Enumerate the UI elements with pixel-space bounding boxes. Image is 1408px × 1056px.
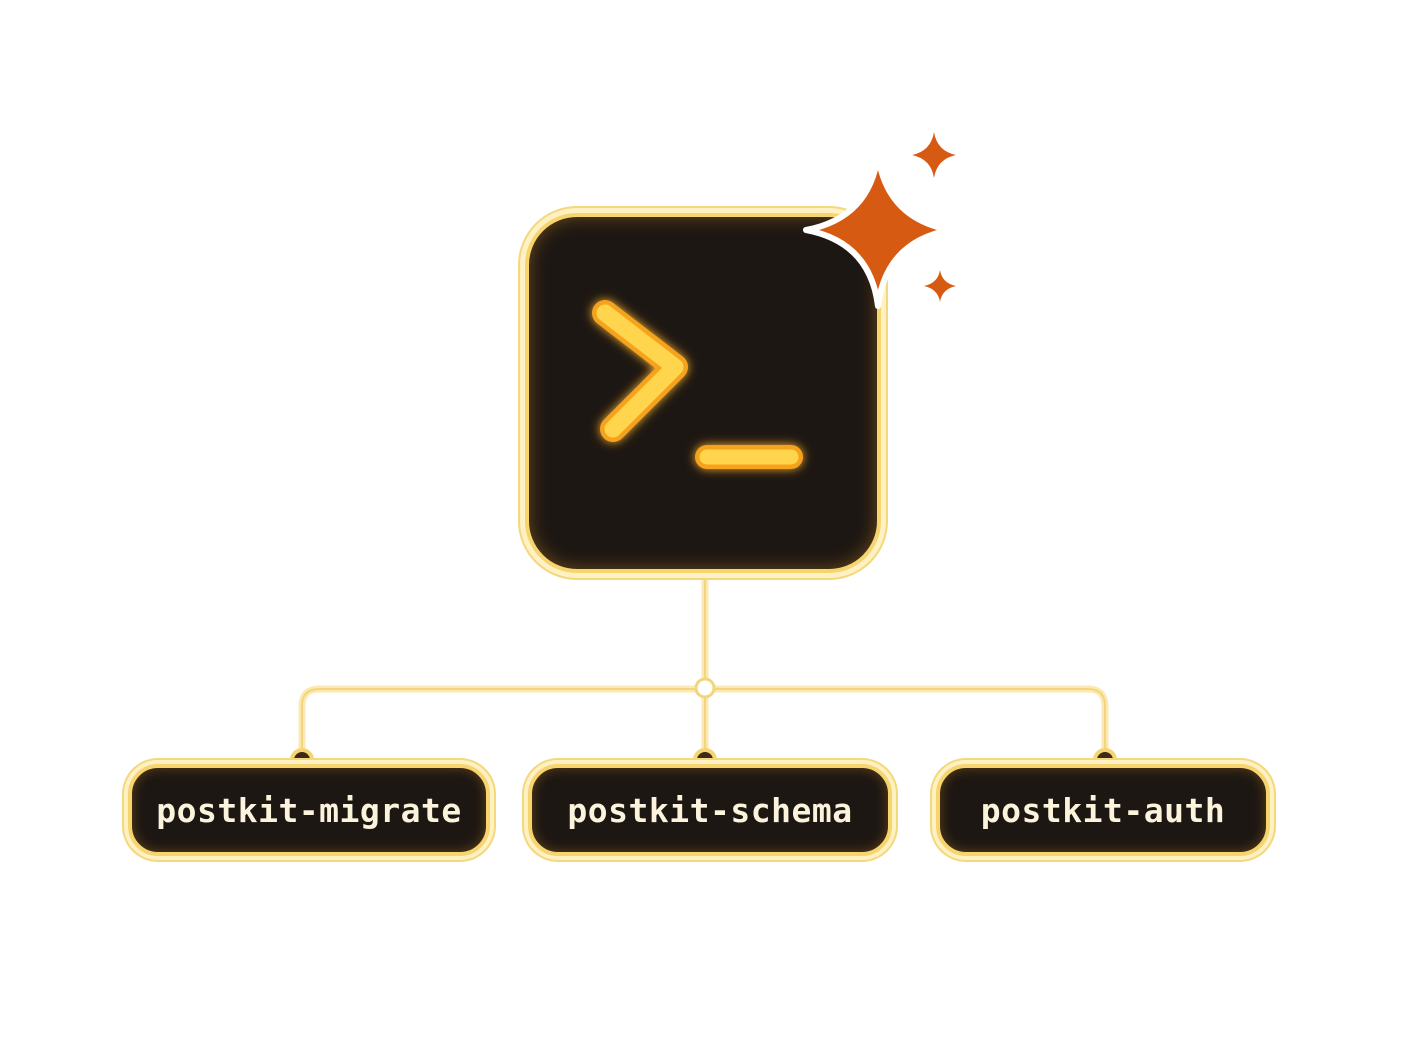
terminal-prompt-icon	[592, 300, 803, 469]
package-node-auth: postkit-auth	[936, 764, 1270, 856]
package-label-migrate: postkit-migrate	[156, 790, 462, 830]
package-node-migrate: postkit-migrate	[128, 764, 490, 856]
package-node-schema: postkit-schema	[528, 764, 892, 856]
package-label-auth: postkit-auth	[980, 790, 1226, 830]
sparkle-icon	[803, 132, 956, 309]
hub-junction	[694, 677, 716, 699]
terminal-root-node	[525, 213, 881, 573]
package-label-schema: postkit-schema	[567, 790, 853, 830]
